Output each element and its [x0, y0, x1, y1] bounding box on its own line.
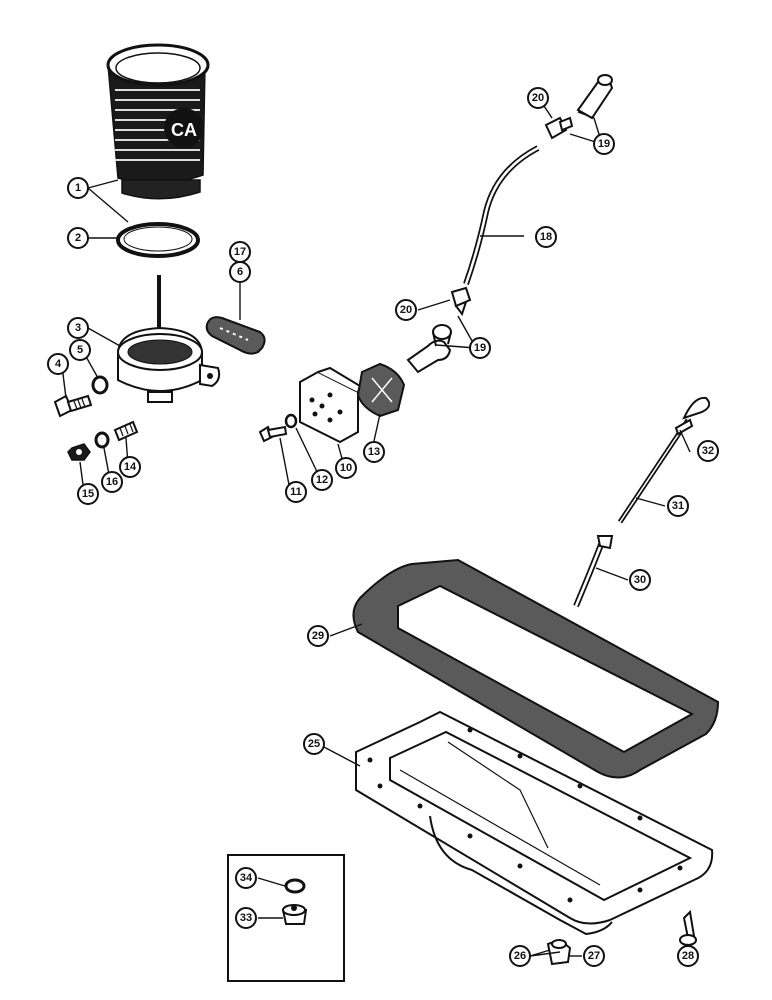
filter-gasket-ring: [116, 222, 200, 258]
svg-text:5: 5: [77, 344, 83, 356]
svg-text:18: 18: [540, 231, 552, 243]
callout-1: 1: [67, 177, 89, 199]
callout-14: 14: [119, 456, 141, 478]
callout-34: 34: [235, 867, 257, 889]
callout-32: 32: [697, 440, 719, 462]
svg-text:16: 16: [106, 476, 118, 488]
svg-text:20: 20: [400, 304, 412, 316]
svg-text:10: 10: [340, 462, 352, 474]
callout-12: 12: [311, 469, 333, 491]
svg-text:34: 34: [240, 872, 253, 884]
dipstick-31: [617, 396, 711, 524]
filter-base: [117, 275, 221, 403]
callout-33: 33: [235, 907, 257, 929]
leader-lines: [61, 99, 691, 957]
svg-text:31: 31: [672, 500, 684, 512]
callout-13: 13: [363, 441, 385, 463]
svg-text:20: 20: [532, 92, 544, 104]
callout-3: 3: [67, 317, 89, 339]
callout-11: 11: [285, 481, 307, 503]
svg-text:27: 27: [588, 950, 600, 962]
svg-text:29: 29: [312, 630, 324, 642]
callout-18: 18: [535, 226, 557, 248]
callout-15: 15: [77, 483, 99, 505]
svg-text:17: 17: [234, 246, 246, 258]
svg-text:3: 3: [75, 322, 81, 334]
svg-text:11: 11: [290, 486, 302, 498]
callout-31: 31: [667, 495, 689, 517]
oil-pan-gasket-29: [352, 558, 720, 779]
svg-text:28: 28: [682, 950, 694, 962]
oil-pan-25: [355, 710, 714, 936]
callout-2: 2: [67, 227, 89, 249]
oil-filter-canister: CA: [106, 43, 210, 200]
washer-12: [284, 413, 298, 429]
gasket-13: [356, 362, 406, 418]
callout-19-upper: 19: [593, 133, 615, 155]
callout-26: 26: [509, 945, 531, 967]
callout-25: 25: [303, 733, 325, 755]
washer-16: [94, 431, 110, 449]
callout-27: 27: [583, 945, 605, 967]
svg-text:30: 30: [634, 574, 646, 586]
svg-text:2: 2: [75, 232, 81, 244]
callout-30: 30: [629, 569, 651, 591]
callout-20-lower: 20: [395, 299, 417, 321]
svg-text:6: 6: [237, 266, 243, 278]
svg-text:12: 12: [316, 474, 328, 486]
elbow-fitting-19-lower: [406, 324, 452, 374]
dipstick-tube-30: [573, 535, 614, 608]
callout-16: 16: [101, 471, 123, 493]
washer-5: [91, 375, 109, 395]
svg-text:25: 25: [308, 738, 320, 750]
bolt-28: [679, 909, 697, 946]
callout-6: 6: [229, 261, 251, 283]
callout-28: 28: [677, 945, 699, 967]
callout-17: 17: [229, 241, 251, 263]
callout-4: 4: [47, 353, 69, 375]
filter-brand-label: CA: [171, 120, 197, 140]
connector-20-upper: [544, 116, 574, 140]
nut-15: [67, 443, 91, 461]
connector-20-lower: [450, 286, 472, 317]
svg-text:1: 1: [75, 182, 81, 194]
bolt-4: [53, 394, 93, 418]
svg-text:14: 14: [124, 461, 137, 473]
callout-20-upper: 20: [527, 87, 549, 109]
svg-text:13: 13: [368, 446, 380, 458]
bolt-11: [258, 425, 288, 443]
oil-tube-18: [463, 145, 540, 285]
svg-text:26: 26: [514, 950, 526, 962]
svg-text:33: 33: [240, 912, 252, 924]
gasket-6: [205, 316, 266, 355]
svg-text:19: 19: [598, 138, 610, 150]
callout-10: 10: [335, 457, 357, 479]
callout-19-lower: 19: [469, 337, 491, 359]
callout-29: 29: [307, 625, 329, 647]
svg-text:15: 15: [82, 488, 94, 500]
elbow-fitting-19-upper: [576, 74, 614, 120]
adapter-plate-10: [299, 366, 362, 444]
stud-14: [113, 420, 139, 442]
svg-text:19: 19: [474, 342, 486, 354]
svg-text:4: 4: [55, 358, 62, 370]
svg-text:32: 32: [702, 445, 714, 457]
callout-5: 5: [69, 339, 91, 361]
